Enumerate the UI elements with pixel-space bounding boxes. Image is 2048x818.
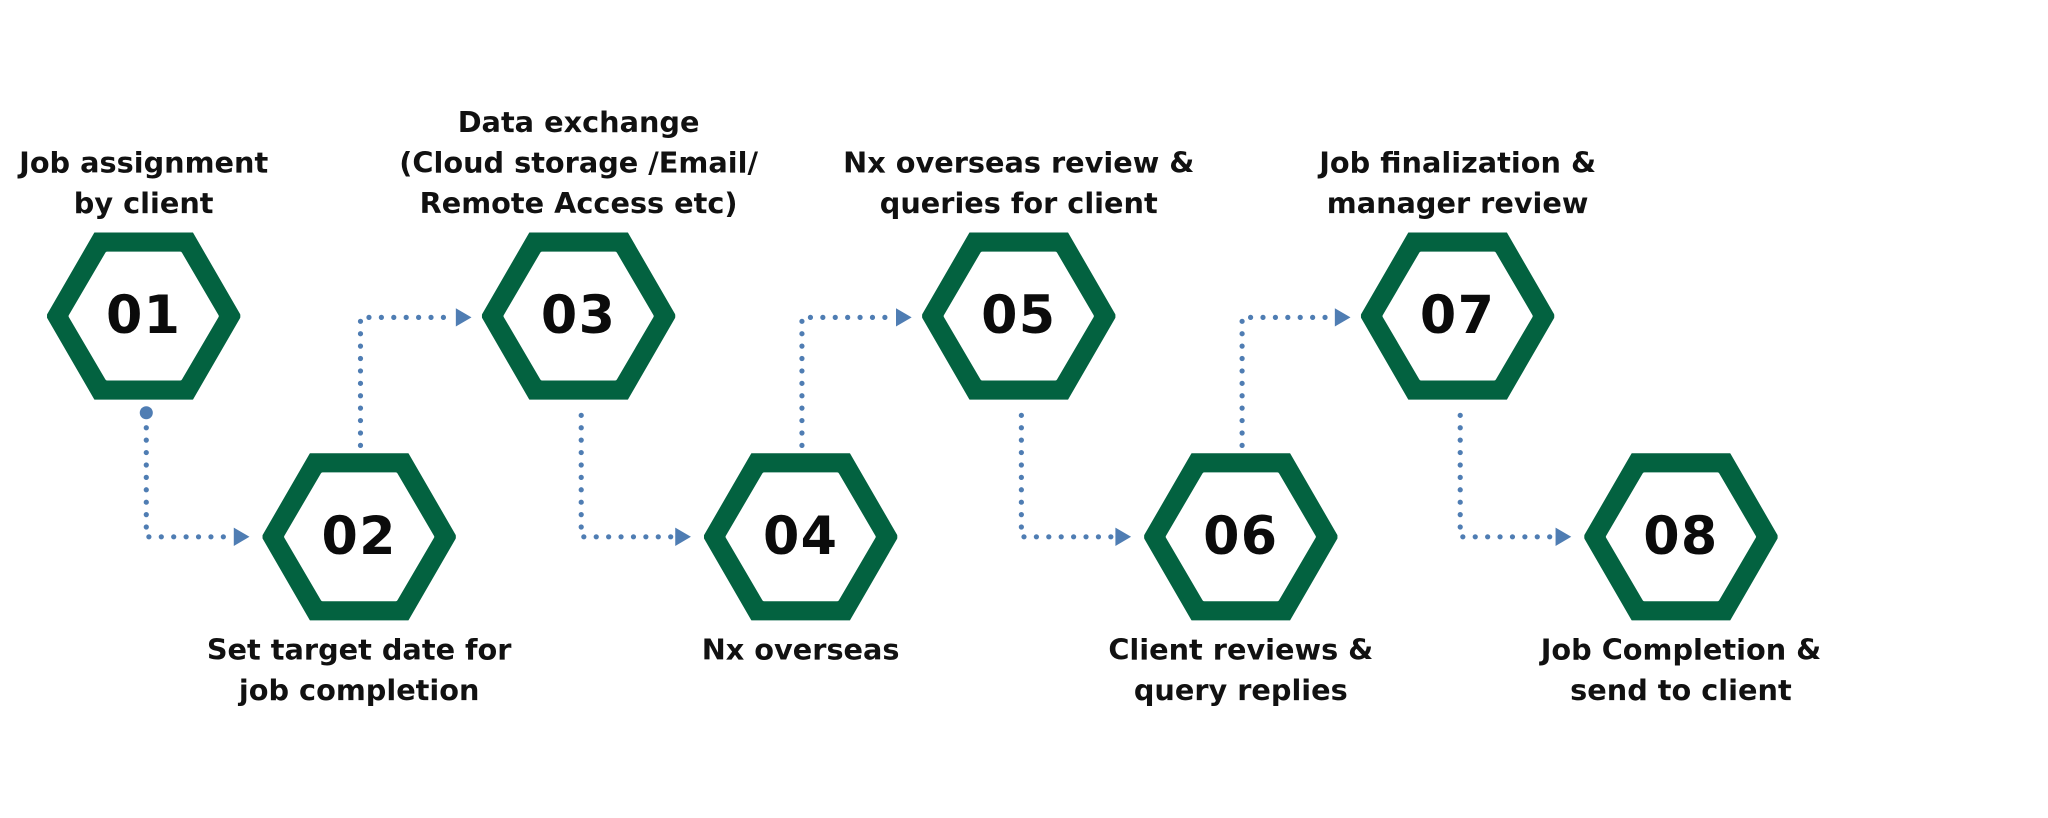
step-number: 02 bbox=[321, 506, 397, 567]
step-03-hexagon: 03 bbox=[481, 232, 676, 400]
connector-02-03-arrowhead-icon bbox=[455, 308, 472, 327]
step-05-label: Nx overseas review & queries for client bbox=[810, 144, 1228, 225]
connector-01-02-line bbox=[143, 412, 237, 540]
connector-04-05-arrowhead-icon bbox=[895, 308, 912, 327]
hexagon-inner bbox=[1382, 251, 1533, 381]
label-line: by client bbox=[73, 188, 214, 221]
hexagon-inner bbox=[725, 472, 876, 602]
label-line: Job assignment bbox=[19, 147, 269, 181]
hexagon-inner bbox=[68, 251, 219, 381]
hexagon-inner bbox=[1165, 472, 1316, 602]
hexagon-shape bbox=[1584, 453, 1778, 621]
step-03-label: Data exchange (Cloud storage /Email/Remot… bbox=[370, 103, 788, 224]
step-number: 07 bbox=[1419, 286, 1496, 347]
step-07-label: Job finalization & manager review bbox=[1249, 144, 1667, 225]
connector-04-05-line bbox=[799, 314, 899, 448]
connector-03-04-line bbox=[578, 412, 678, 540]
hexagon-shape bbox=[703, 453, 898, 621]
step-number: 08 bbox=[1643, 506, 1719, 567]
step-08-label: Job Completion & send to client bbox=[1472, 631, 1890, 712]
hexagon-shape bbox=[1144, 453, 1338, 621]
connector-06-07-arrowhead-icon bbox=[1334, 308, 1351, 327]
connector-05-06-arrowhead-icon bbox=[1115, 527, 1132, 546]
step-number: 06 bbox=[1203, 506, 1279, 567]
step-number: 03 bbox=[540, 286, 617, 347]
step-04-label: Nx overseas bbox=[592, 631, 1010, 671]
step-01-label: Job assignment by client bbox=[0, 144, 353, 225]
label-line: Nx overseas review & bbox=[843, 147, 1195, 181]
step-06-hexagon: 06 bbox=[1144, 453, 1338, 621]
hexagon-shape bbox=[47, 232, 241, 400]
label-line: Job finalization & bbox=[1319, 147, 1597, 181]
label-line: (Cloud storage /Email/ bbox=[399, 147, 758, 181]
label-line: Set target date for bbox=[206, 634, 512, 668]
step-04-hexagon: 04 bbox=[703, 453, 898, 621]
label-line: Client reviews & bbox=[1108, 634, 1374, 668]
step-number: 04 bbox=[762, 506, 839, 567]
hexagon-inner bbox=[1605, 472, 1757, 602]
connector-start-dot-icon bbox=[139, 406, 153, 420]
hexagon-shape bbox=[922, 232, 1116, 400]
label-line: Job Completion & bbox=[1540, 634, 1822, 668]
connector-06-07-line bbox=[1239, 314, 1338, 448]
connector-02-03-line bbox=[357, 314, 459, 448]
step-08-hexagon: 08 bbox=[1584, 453, 1778, 621]
label-line: Remote Access etc) bbox=[419, 188, 738, 221]
connector-05-06-line bbox=[1018, 412, 1119, 540]
step-06-label: Client reviews & query replies bbox=[1032, 631, 1450, 712]
step-number: 01 bbox=[105, 286, 182, 347]
step-07-hexagon: 07 bbox=[1360, 232, 1555, 400]
step-number: 05 bbox=[981, 286, 1057, 347]
connector-07-08-arrowhead-icon bbox=[1555, 527, 1572, 546]
label-line: Data exchange bbox=[457, 107, 700, 140]
hexagon-shape bbox=[481, 232, 676, 400]
step-02-label: Set target date for job completion bbox=[150, 631, 568, 712]
label-line: manager review bbox=[1326, 188, 1589, 221]
hexagon-shape bbox=[1360, 232, 1555, 400]
step-05-hexagon: 05 bbox=[922, 232, 1116, 400]
hexagon-shape bbox=[262, 453, 456, 621]
label-line: job completion bbox=[238, 675, 480, 708]
connector-07-08-line bbox=[1457, 412, 1559, 540]
hexagon-inner bbox=[943, 251, 1094, 381]
hexagon-inner bbox=[503, 251, 654, 381]
step-02-hexagon: 02 bbox=[262, 453, 456, 621]
connector-01-02-arrowhead-icon bbox=[233, 527, 250, 546]
label-line: Nx overseas bbox=[701, 634, 900, 668]
label-line: query replies bbox=[1133, 675, 1348, 708]
label-line: queries for client bbox=[879, 188, 1158, 221]
step-01-hexagon: 01 bbox=[47, 232, 241, 400]
connector-03-04-arrowhead-icon bbox=[675, 527, 691, 546]
hexagon-inner bbox=[284, 472, 435, 602]
label-line: send to client bbox=[1570, 675, 1792, 708]
